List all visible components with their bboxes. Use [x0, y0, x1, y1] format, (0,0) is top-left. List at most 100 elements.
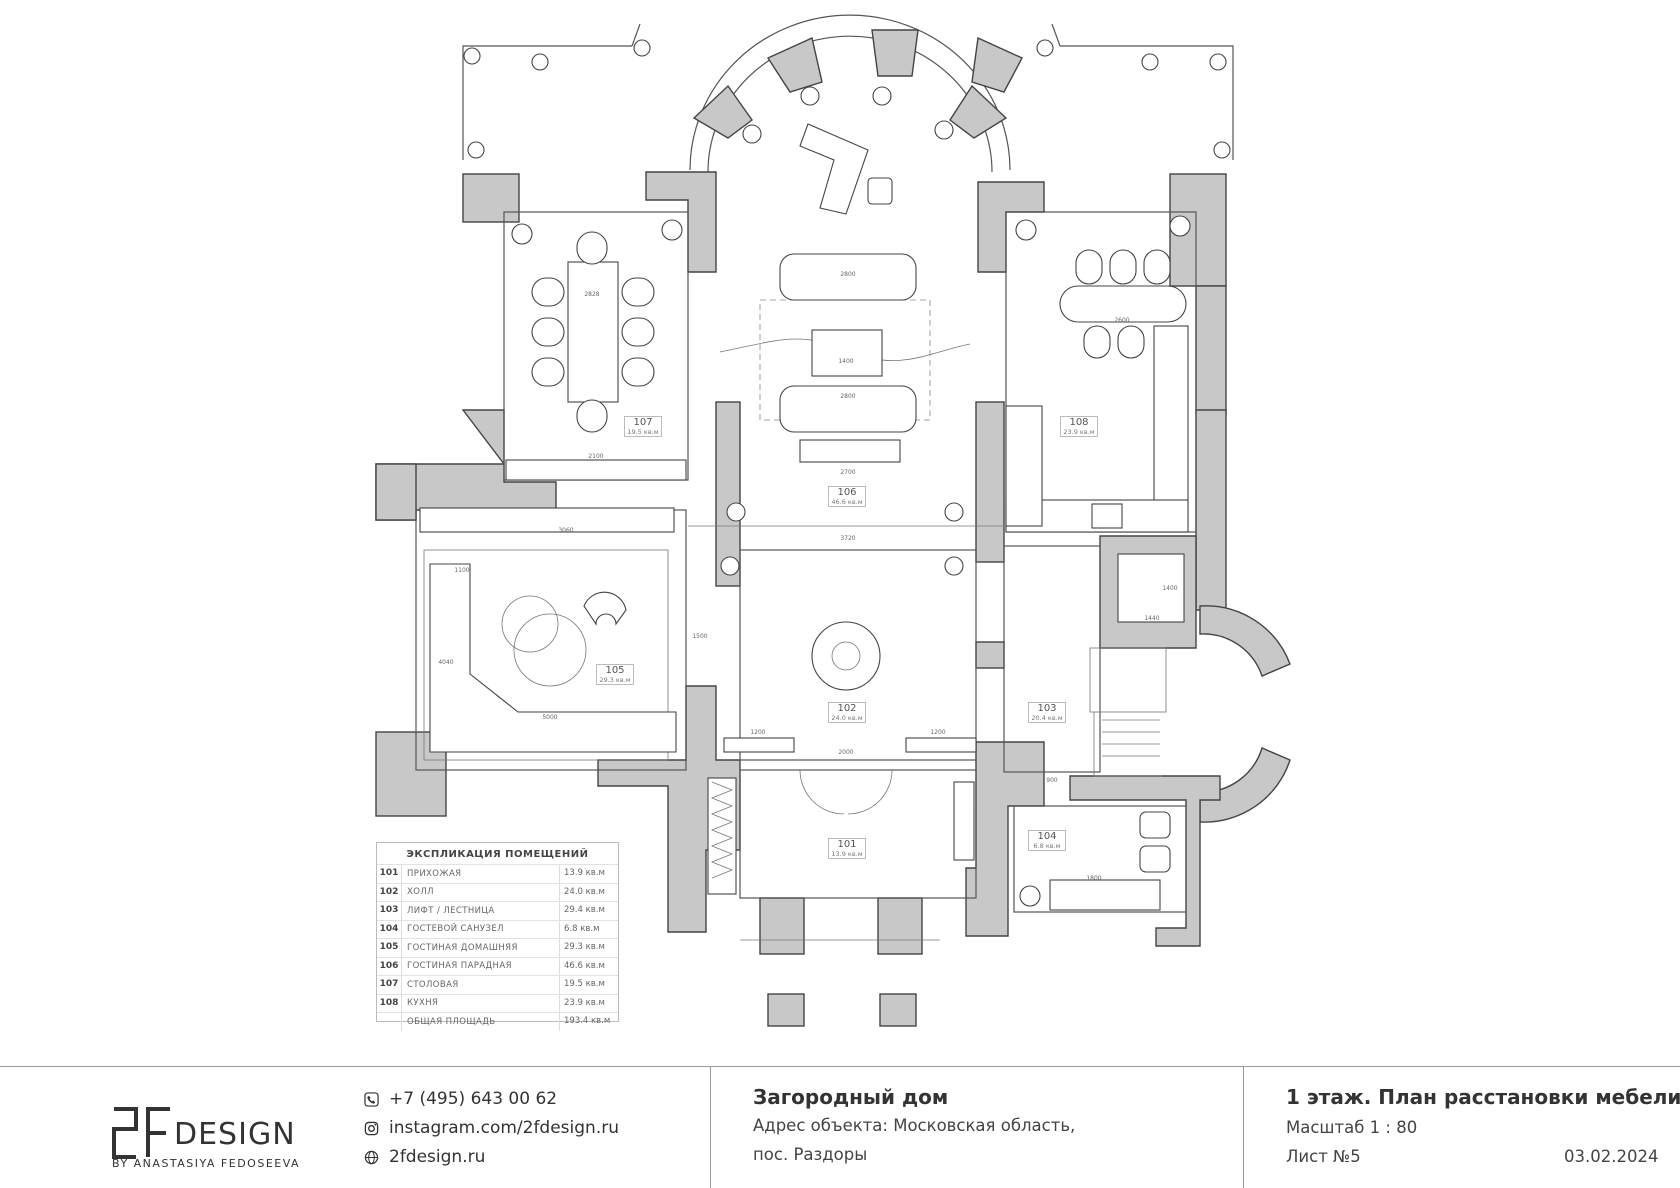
project-address-line2: пос. Раздоры: [753, 1145, 868, 1164]
legend-name: ЛИФТ / ЛЕСТНИЦА: [407, 905, 495, 916]
legend-row: 108 КУХНЯ 23.9 кв.м: [377, 993, 618, 1012]
contact-website[interactable]: 2fdesign.ru: [364, 1147, 485, 1167]
room-number-108: 108: [1069, 417, 1089, 428]
dining-furniture: [505, 231, 687, 481]
logo-2f-mark: [112, 1107, 170, 1159]
room-label-106: 106 46.6 кв.м: [828, 486, 866, 507]
legend-area: 13.9 кв.м: [559, 865, 618, 883]
dim-1200a: 1200: [750, 729, 765, 736]
dim-4040: 4040: [438, 659, 453, 666]
legend-num: 105: [377, 939, 402, 957]
logo-design-text: DESIGN: [174, 1117, 296, 1152]
bay-window: [689, 14, 1023, 173]
dimension-labels: 3720 2000 1200 1200 2800 2800 1400 2700 …: [438, 271, 1177, 882]
instagram-link: instagram.com/2fdesign.ru: [389, 1118, 619, 1138]
legend-area: 24.0 кв.м: [559, 883, 618, 901]
terrace-left: [462, 23, 651, 160]
sheet-title: 1 этаж. План расстановки мебели: [1286, 1085, 1680, 1109]
legend-num: 108: [377, 994, 402, 1012]
floor-plan: 3720 2000 1200 1200 2800 2800 1400 2700 …: [375, 14, 1291, 1027]
dim-2800b: 2800: [840, 393, 855, 400]
legend-name: ГОСТЕВОЙ САНУЗЕЛ: [407, 924, 504, 935]
website-link: 2fdesign.ru: [389, 1147, 486, 1167]
footer-divider: [710, 1067, 711, 1188]
room-number-103: 103: [1037, 703, 1057, 714]
legend-num: 107: [377, 976, 402, 994]
room-number-101: 101: [837, 839, 857, 850]
sheet-date: 03.02.2024: [1564, 1147, 1659, 1166]
room-legend: ЭКСПЛИКАЦИЯ ПОМЕЩЕНИЙ 101 ПРИХОЖАЯ 13.9 кв…: [376, 842, 619, 1031]
globe-icon: [364, 1150, 379, 1164]
legend-row: 107 СТОЛОВАЯ 19.5 кв.м: [377, 975, 618, 994]
legend-area: 6.8 кв.м: [559, 920, 618, 938]
room-label-102: 102 24.0 кв.м: [828, 702, 866, 723]
room-number-106: 106: [837, 487, 857, 498]
legend-num: 101: [377, 865, 402, 883]
contact-phone[interactable]: +7 (495) 643 00 62: [364, 1089, 557, 1109]
legend-num: 106: [377, 957, 402, 975]
legend-name: ПРИХОЖАЯ: [407, 868, 462, 879]
title-block: DESIGN BY ANASTASIYA FEDOSEEVA +7 (495) …: [0, 1066, 1680, 1188]
living-furniture: [719, 123, 971, 463]
legend-name: ГОСТИНАЯ ДОМАШНЯЯ: [407, 942, 518, 953]
legend-name: КУХНЯ: [407, 998, 439, 1009]
contact-instagram[interactable]: instagram.com/2fdesign.ru: [364, 1118, 619, 1138]
legend-row: 102 ХОЛЛ 24.0 кв.м: [377, 882, 618, 901]
project-address-line1: Адрес объекта: Московская область,: [753, 1116, 1076, 1135]
room-area-108: 23.9 кв.м: [1063, 428, 1095, 436]
project-title: Загородный дом: [753, 1085, 949, 1109]
room-label-108: 108 23.9 кв.м: [1060, 416, 1098, 437]
room-area-103: 20.4 кв.м: [1031, 714, 1063, 722]
legend-total-area: 193.4 кв.м: [559, 1013, 618, 1031]
instagram-icon: [364, 1121, 379, 1135]
company-logo: DESIGN BY ANASTASIYA FEDOSEEVA: [112, 1087, 312, 1177]
dim-2600: 2600: [1114, 317, 1129, 324]
legend-num: 102: [377, 883, 402, 901]
dim-1440: 1440: [1144, 615, 1159, 622]
legend-rows: 101 ПРИХОЖАЯ 13.9 кв.м 102 ХОЛЛ 24.0 кв.м 10…: [377, 864, 618, 1031]
dim-1400: 1400: [838, 358, 853, 365]
legend-area: 23.9 кв.м: [559, 994, 618, 1012]
room-label-104: 104 6.8 кв.м: [1028, 830, 1066, 851]
dim-5000: 5000: [542, 714, 557, 721]
legend-row: 101 ПРИХОЖАЯ 13.9 кв.м: [377, 864, 618, 883]
room-number-104: 104: [1037, 831, 1057, 842]
hall-furniture: [723, 621, 977, 753]
entrance-stairs-wc: [707, 553, 1185, 911]
legend-num: 104: [377, 920, 402, 938]
sheet-number: Лист №5: [1286, 1147, 1361, 1166]
dim-3720: 3720: [840, 535, 855, 542]
home-living-furniture: [419, 507, 677, 761]
terrace-right: [1036, 23, 1234, 160]
room-label-105: 105 29.3 кв.м: [596, 664, 634, 685]
legend-name: ХОЛЛ: [407, 887, 434, 898]
legend-title: ЭКСПЛИКАЦИЯ ПОМЕЩЕНИЙ: [406, 849, 589, 860]
legend-row: 104 ГОСТЕВОЙ САНУЗЕЛ 6.8 кв.м: [377, 919, 618, 938]
phone-icon: [364, 1091, 379, 1107]
legend-area: 19.5 кв.м: [559, 976, 618, 994]
room-number-105: 105: [605, 665, 625, 676]
legend-total-label: ОБЩАЯ ПЛОЩАДЬ: [407, 1016, 496, 1027]
dim-2800a: 2800: [840, 271, 855, 278]
kitchen-furniture: [1005, 249, 1189, 533]
dim-1100: 1100: [454, 567, 469, 574]
dim-2000: 2000: [838, 749, 853, 756]
dim-1500: 1500: [692, 633, 707, 640]
room-label-101: 101 13.9 кв.м: [828, 838, 866, 859]
dim-2700: 2700: [840, 469, 855, 476]
legend-total-row: ОБЩАЯ ПЛОЩАДЬ 193.4 кв.м: [377, 1012, 618, 1031]
legend-name: СТОЛОВАЯ: [407, 979, 459, 990]
footer-divider: [1243, 1067, 1244, 1188]
room-number-107b: 107: [633, 417, 653, 428]
dim-1800: 1800: [1086, 875, 1101, 882]
plant-icons: [511, 86, 1191, 576]
dim-3060: 3060: [558, 527, 573, 534]
logo-byline: BY ANASTASIYA FEDOSEEVA: [112, 1157, 301, 1170]
room-area-107b: 19.5 кв.м: [627, 428, 659, 436]
dim-1400v: 1400: [1162, 585, 1177, 592]
legend-num: 103: [377, 902, 402, 920]
legend-area: 46.6 кв.м: [559, 957, 618, 975]
